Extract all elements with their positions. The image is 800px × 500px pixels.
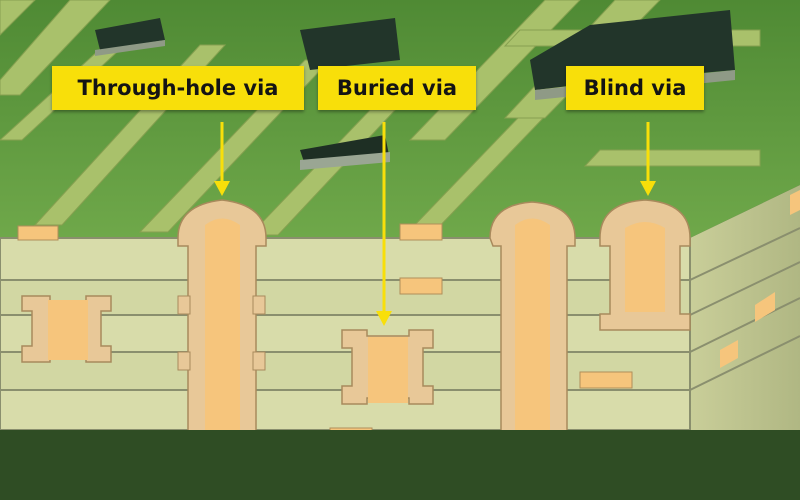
- buried-via: [341, 329, 434, 405]
- layer-1: [0, 237, 691, 281]
- arrow-blind: [640, 122, 656, 196]
- blind-via-label: Blind via: [566, 66, 704, 110]
- left-buried-via: [21, 295, 112, 363]
- side-copper-pads: [720, 190, 800, 368]
- board-underside: [0, 430, 800, 500]
- board-side-face: [690, 185, 800, 430]
- buried-via-label: Buried via: [318, 66, 476, 110]
- layer-4: [0, 351, 691, 391]
- layer-2: [0, 279, 691, 316]
- callout-arrows: [214, 122, 656, 326]
- through-hole-via-label: Through-hole via: [52, 66, 304, 110]
- arrow-buried: [376, 122, 392, 326]
- through-hole-via-2: [489, 201, 576, 447]
- blind-via: [599, 199, 691, 331]
- side-layer-lines: [689, 227, 800, 391]
- through-hole-via: [177, 199, 267, 447]
- arrow-through-hole: [214, 122, 230, 196]
